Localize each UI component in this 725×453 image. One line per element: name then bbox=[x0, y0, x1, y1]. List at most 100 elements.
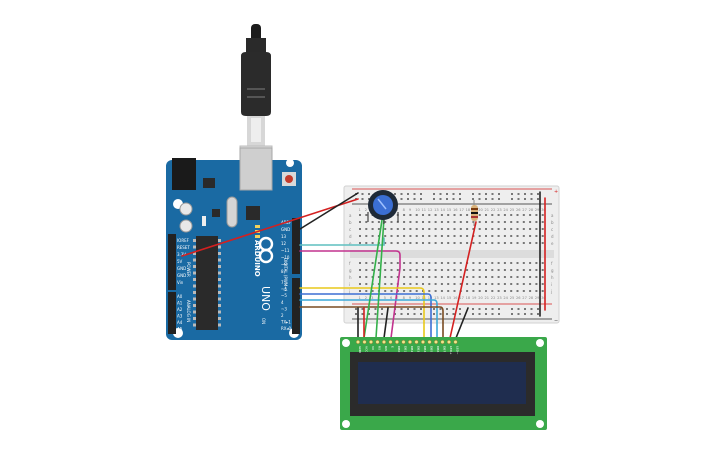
breadboard-hole bbox=[503, 242, 506, 244]
breadboard-hole bbox=[503, 228, 506, 230]
breadboard-hole bbox=[503, 283, 506, 285]
breadboard-hole bbox=[541, 276, 544, 278]
rail-hole bbox=[524, 313, 526, 315]
breadboard-hole bbox=[466, 283, 469, 285]
lcd-pin-label: DB4 bbox=[423, 346, 427, 352]
power-pin-label-4: GND bbox=[177, 266, 186, 271]
breadboard-hole bbox=[529, 276, 532, 278]
breadboard-hole bbox=[529, 269, 532, 271]
column-number: 5 bbox=[384, 296, 386, 300]
rail-hole bbox=[368, 313, 370, 315]
rail-hole bbox=[491, 308, 494, 310]
breadboard-hole bbox=[459, 283, 462, 285]
lcd-pin-label: DB7 bbox=[443, 346, 447, 352]
rail-hole bbox=[537, 308, 539, 310]
column-number: 12 bbox=[428, 296, 433, 300]
breadboard-hole bbox=[497, 235, 500, 237]
breadboard-hole bbox=[453, 290, 456, 292]
rail-hole bbox=[478, 313, 481, 315]
breadboard-hole bbox=[478, 262, 481, 264]
breadboard-hole bbox=[384, 242, 387, 244]
rail-hole bbox=[485, 193, 487, 195]
breadboard-hole bbox=[384, 228, 387, 230]
breadboard-hole bbox=[434, 242, 437, 244]
breadboard-hole bbox=[447, 283, 450, 285]
digital-pin-label-bottom-7: RX◂0 bbox=[281, 326, 292, 331]
breadboard-hole bbox=[390, 228, 393, 230]
column-number: 20 bbox=[478, 208, 483, 212]
column-number: 13 bbox=[434, 296, 439, 300]
breadboard-hole bbox=[447, 242, 450, 244]
breadboard-hole bbox=[434, 276, 437, 278]
breadboard-hole bbox=[516, 276, 519, 278]
row-letter: e bbox=[551, 241, 554, 246]
breadboard-hole bbox=[403, 269, 406, 271]
breadboard-hole bbox=[491, 235, 494, 237]
breadboard-hole bbox=[459, 269, 462, 271]
breadboard-hole bbox=[466, 235, 469, 237]
row-letter: h bbox=[551, 275, 554, 280]
breadboard-hole bbox=[447, 269, 450, 271]
rail-hole bbox=[433, 313, 435, 315]
lcd-pin bbox=[453, 339, 458, 345]
analog-pin-label-3: A3 bbox=[177, 314, 183, 319]
breadboard-hole bbox=[428, 235, 431, 237]
rail-hole bbox=[446, 313, 448, 315]
breadboard-hole bbox=[510, 290, 513, 292]
breadboard-hole bbox=[466, 242, 469, 244]
wire-resistor-red bbox=[449, 221, 477, 339]
breadboard-hole bbox=[365, 235, 368, 237]
lcd-pin bbox=[375, 339, 380, 345]
lcd-pin-label: LED− bbox=[456, 346, 460, 355]
breadboard-hole bbox=[478, 290, 481, 292]
breadboard-hole bbox=[485, 242, 487, 244]
row-letter: f bbox=[349, 261, 351, 266]
breadboard-hole bbox=[440, 228, 443, 230]
breadboard-hole bbox=[390, 235, 393, 237]
lcd-pin bbox=[446, 339, 452, 345]
row-letter: b bbox=[349, 220, 352, 225]
breadboard-hole bbox=[541, 269, 544, 271]
breadboard-hole bbox=[415, 269, 418, 271]
breadboard-hole bbox=[472, 276, 475, 278]
rail-hole bbox=[400, 313, 403, 315]
rail-hole bbox=[446, 198, 448, 200]
rail-hole bbox=[498, 198, 500, 200]
potentiometer-icon[interactable] bbox=[367, 190, 399, 224]
row-letter: b bbox=[551, 220, 554, 225]
breadboard-hole bbox=[497, 276, 500, 278]
lcd-pin bbox=[401, 339, 406, 345]
lcd-screen bbox=[358, 362, 526, 404]
breadboard-hole bbox=[422, 221, 424, 223]
power-pin-label-5: GND bbox=[177, 273, 186, 278]
breadboard-hole bbox=[415, 283, 418, 285]
rail-hole bbox=[459, 308, 461, 310]
on-label: ON bbox=[261, 318, 266, 324]
breadboard-hole bbox=[422, 283, 424, 285]
breadboard-hole bbox=[485, 221, 487, 223]
breadboard-hole bbox=[535, 262, 538, 264]
breadboard-hole bbox=[478, 228, 481, 230]
breadboard-hole bbox=[485, 262, 487, 264]
breadboard-hole bbox=[516, 228, 519, 230]
breadboard-hole bbox=[522, 242, 525, 244]
breadboard-hole bbox=[453, 283, 456, 285]
column-number: 23 bbox=[497, 296, 502, 300]
rail-plus-label: + bbox=[554, 189, 558, 195]
rail-hole bbox=[420, 308, 422, 310]
breadboard-hole bbox=[359, 228, 361, 230]
lcd-pin bbox=[440, 339, 445, 345]
breadboard-hole bbox=[415, 290, 418, 292]
wire-gnd-black bbox=[299, 192, 359, 230]
usb-port bbox=[239, 147, 273, 191]
rail-hole bbox=[524, 193, 526, 195]
lcd-pin-label: VCC bbox=[365, 346, 369, 352]
breadboard-hole bbox=[529, 228, 532, 230]
breadboard-hole bbox=[390, 242, 393, 244]
column-number: 30 bbox=[541, 296, 546, 300]
breadboard-hole bbox=[535, 290, 538, 292]
breadboard-hole bbox=[541, 221, 544, 223]
breadboard-hole bbox=[365, 214, 368, 216]
row-letter: i bbox=[349, 282, 350, 287]
row-letter: g bbox=[349, 268, 352, 273]
